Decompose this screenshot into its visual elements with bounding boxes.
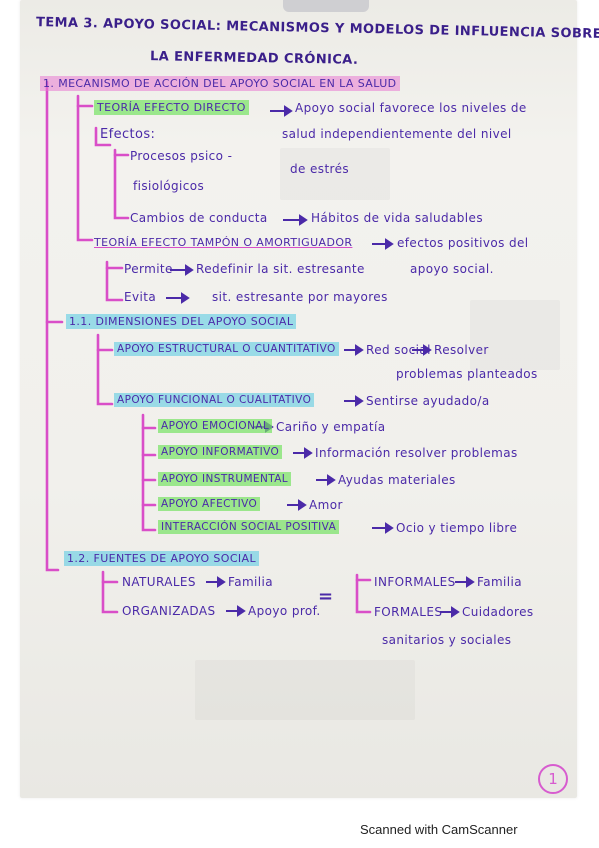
efecto-directo-desc: Apoyo social favorece los niveles de bbox=[295, 101, 527, 115]
evita-desc: sit. estresante por mayores bbox=[212, 290, 388, 304]
page-tab-shadow bbox=[283, 0, 369, 12]
bleed-through-mark bbox=[195, 660, 415, 720]
funcional-desc: Sentirse ayudado/a bbox=[366, 394, 490, 408]
efecto-directo-row: TEORÍA EFECTO DIRECTO bbox=[94, 100, 249, 115]
amortiguador-row: TEORÍA EFECTO TAMPÓN O AMORTIGUADOR bbox=[94, 237, 352, 248]
permite-desc: Redefinir la sit. estresante bbox=[196, 262, 365, 276]
interaccion-row: INTERACCIÓN SOCIAL POSITIVA bbox=[158, 520, 340, 534]
informales-desc: Familia bbox=[477, 575, 522, 589]
estructural-desc: Red social bbox=[366, 343, 431, 357]
informativo-desc: Información resolver problemas bbox=[315, 446, 518, 460]
funcional-label: APOYO FUNCIONAL O CUALITATIVO bbox=[114, 393, 315, 407]
permite-label: Permite bbox=[124, 262, 173, 276]
naturales-desc: Familia bbox=[228, 575, 273, 589]
informales-label: INFORMALES bbox=[374, 575, 456, 589]
efectos-label: Efectos: bbox=[100, 127, 156, 142]
section-1-1-label: 1.1. DIMENSIONES DEL APOYO SOCIAL bbox=[66, 314, 297, 329]
amortiguador-label: TEORÍA EFECTO TAMPÓN O AMORTIGUADOR bbox=[94, 236, 353, 249]
afectivo-desc: Amor bbox=[309, 498, 343, 512]
bleed-through-mark bbox=[280, 148, 390, 200]
procesos-line1: Procesos psico - bbox=[130, 149, 233, 163]
page-number-circle: 1 bbox=[538, 764, 568, 794]
instrumental-label: APOYO INSTRUMENTAL bbox=[158, 472, 292, 486]
section-1-2-label: 1.2. FUENTES DE APOYO SOCIAL bbox=[64, 551, 260, 566]
cambios-desc: Hábitos de vida saludables bbox=[311, 211, 483, 225]
instrumental-row: APOYO INSTRUMENTAL bbox=[158, 472, 292, 486]
section-1-2-heading: 1.2. FUENTES DE APOYO SOCIAL bbox=[64, 551, 260, 566]
evita-label: Evita bbox=[124, 290, 157, 304]
formales-desc: Cuidadores bbox=[462, 605, 534, 619]
amortiguador-desc: efectos positivos del bbox=[397, 236, 529, 250]
formales-label: FORMALES bbox=[374, 605, 443, 619]
document-title-line2: LA ENFERMEDAD CRÓNICA. bbox=[149, 49, 359, 68]
informativo-label: APOYO INFORMATIVO bbox=[158, 445, 283, 459]
interaccion-label: INTERACCIÓN SOCIAL POSITIVA bbox=[158, 520, 340, 534]
organizadas-desc: Apoyo prof. bbox=[248, 604, 321, 618]
efectos-desc: salud independientemente del nivel bbox=[282, 127, 512, 141]
interaccion-desc: Ocio y tiempo libre bbox=[396, 521, 518, 535]
section-1-label: 1. MECANISMO DE ACCIÓN DEL APOYO SOCIAL … bbox=[40, 76, 400, 91]
emocional-label: APOYO EMOCIONAL bbox=[158, 419, 273, 433]
procesos-line2: fisiológicos bbox=[133, 179, 205, 193]
permite-desc2: apoyo social. bbox=[410, 262, 494, 276]
estructural-desc2: Resolver bbox=[434, 343, 489, 357]
cambios-label: Cambios de conducta bbox=[130, 211, 268, 225]
formales-desc2: sanitarios y sociales bbox=[382, 633, 512, 647]
bleed-through-mark bbox=[470, 300, 560, 370]
afectivo-label: APOYO AFECTIVO bbox=[158, 497, 261, 511]
naturales-label: NATURALES bbox=[122, 575, 196, 589]
section-1-heading: 1. MECANISMO DE ACCIÓN DEL APOYO SOCIAL … bbox=[40, 76, 400, 91]
estructural-label: APOYO ESTRUCTURAL O CUANTITATIVO bbox=[114, 342, 339, 356]
informativo-row: APOYO INFORMATIVO bbox=[158, 445, 283, 459]
procesos-line1b: de estrés bbox=[290, 162, 350, 176]
emocional-row: APOYO EMOCIONAL bbox=[158, 419, 273, 433]
funcional-row: APOYO FUNCIONAL O CUALITATIVO bbox=[114, 393, 315, 407]
organizadas-label: ORGANIZADAS bbox=[122, 604, 216, 618]
scanner-watermark: Scanned with CamScanner bbox=[360, 822, 518, 837]
estructural-row: APOYO ESTRUCTURAL O CUANTITATIVO bbox=[114, 342, 339, 356]
section-1-1-heading: 1.1. DIMENSIONES DEL APOYO SOCIAL bbox=[66, 314, 297, 329]
emocional-desc: Cariño y empatía bbox=[276, 420, 386, 434]
estructural-desc3: problemas planteados bbox=[396, 367, 538, 381]
afectivo-row: APOYO AFECTIVO bbox=[158, 497, 261, 511]
efecto-directo-label: TEORÍA EFECTO DIRECTO bbox=[94, 100, 249, 115]
equals-sign: = bbox=[318, 586, 334, 607]
instrumental-desc: Ayudas materiales bbox=[338, 473, 456, 487]
